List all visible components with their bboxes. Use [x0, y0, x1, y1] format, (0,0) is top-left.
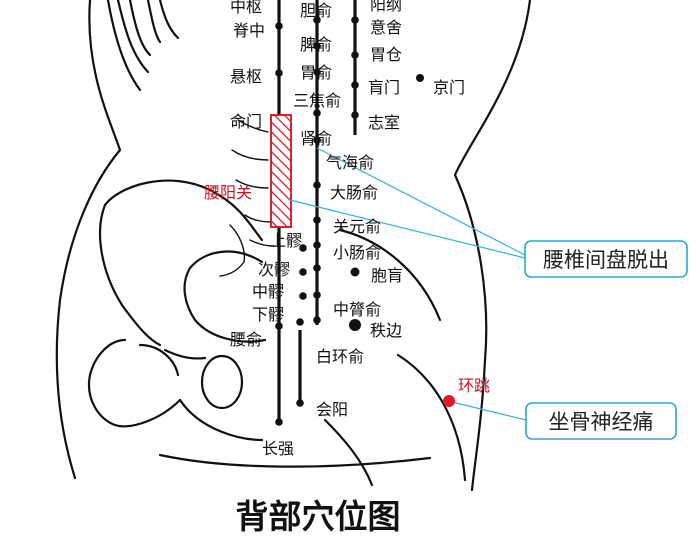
callout-lumbar: 腰椎间盘脱出 — [524, 240, 688, 278]
label-zhibian: 秩边 — [370, 321, 402, 340]
label-jingmen: 京门 — [433, 78, 465, 97]
pelvis — [87, 179, 467, 487]
label-pishu: 脾俞 — [300, 35, 332, 54]
label-xialiao: 下髎 — [252, 305, 284, 324]
callout-lumbar-text: 腰椎间盘脱出 — [543, 248, 669, 272]
label-qihaishu: 气海俞 — [326, 153, 374, 172]
callout-sciatica: 坐骨神经痛 — [525, 402, 677, 440]
label-weishu: 胃俞 — [300, 63, 332, 82]
label-zhongshu: 中枢 — [230, 0, 262, 16]
label-changqiang: 长强 — [262, 439, 294, 458]
label-guanyuanshu: 关元俞 — [333, 217, 381, 236]
label-zhishi: 志室 — [368, 113, 400, 132]
label-mingmen: 命门 — [230, 112, 262, 131]
label-yaoyangguan: 腰阳关 — [204, 183, 252, 202]
label-shenshu: 肾俞 — [300, 129, 332, 148]
label-huangmen: 肓门 — [368, 78, 400, 97]
label-huiyang: 会阳 — [316, 400, 348, 419]
callout-sciatica-text: 坐骨神经痛 — [549, 410, 654, 434]
label-ciliao: 次髎 — [258, 260, 290, 279]
label-pangguangshu: 胞肓 — [371, 266, 403, 285]
label-yaoshu: 腰俞 — [230, 330, 262, 349]
label-shangliao: 上髎 — [270, 231, 302, 250]
ribs — [106, 0, 180, 92]
label-zhongliao: 中髎 — [252, 282, 284, 301]
label-dachangshu: 大肠俞 — [330, 183, 378, 202]
diagram-title: 背部穴位图 — [236, 497, 401, 536]
body-outline — [55, 0, 532, 492]
label-zhonglushu: 中膂俞 — [333, 300, 381, 319]
label-xiaochangshu: 小肠俞 — [333, 243, 381, 262]
acupoint-dots — [275, 16, 424, 426]
label-sanjiaoshu: 三焦俞 — [293, 91, 341, 110]
lumbar-highlight-zone — [270, 114, 292, 228]
label-huantiao: 环跳 — [458, 376, 490, 395]
label-jizhong: 脊中 — [233, 21, 265, 40]
label-danshu: 胆俞 — [300, 1, 332, 20]
huantiao-point — [443, 395, 455, 407]
label-weicang: 胃仓 — [370, 45, 402, 64]
leader-lines — [289, 147, 527, 421]
vertebrae — [231, 119, 275, 247]
label-yangang: 阳纲 — [370, 0, 402, 14]
label-xuanshu: 悬枢 — [230, 67, 262, 86]
point-labels: 中枢 脊中 悬枢 命门 腰阳关 胆俞 脾俞 胃俞 三焦俞 肾俞 气海俞 大肠俞 … — [204, 0, 490, 458]
label-yishe: 意舍 — [370, 18, 402, 37]
label-baihuanshu: 白环俞 — [316, 347, 364, 366]
